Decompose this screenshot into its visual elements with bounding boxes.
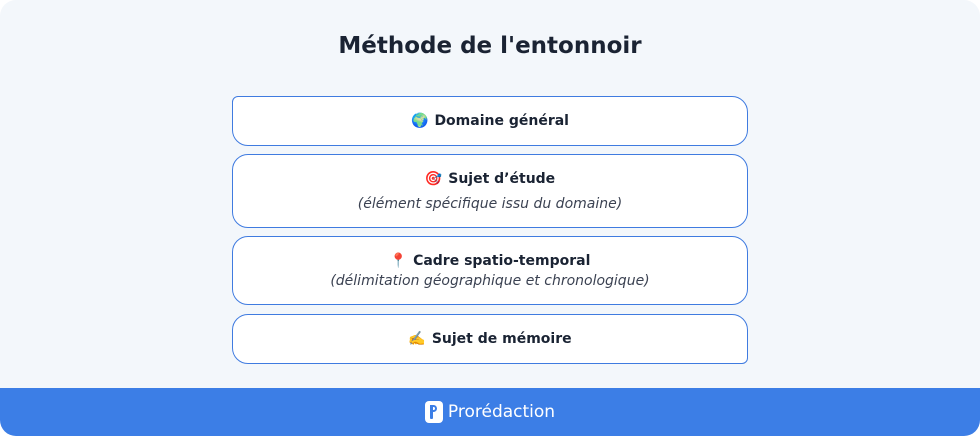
step-note: (élément spécifique issu du domaine): [357, 195, 623, 212]
target-icon: 🎯: [424, 170, 443, 187]
step-note: (délimitation géographique et chronologi…: [330, 272, 650, 289]
globe-icon: 🌍: [411, 113, 429, 129]
funnel-step-general-domain: 🌍 Domaine général: [232, 96, 748, 146]
step-heading: 📍 Cadre spatio-temporal: [390, 253, 591, 269]
pin-icon: 📍: [389, 252, 408, 269]
brand-name: Prorédaction: [447, 402, 556, 422]
step-heading: ✍️ Sujet de mémoire: [408, 331, 571, 347]
funnel-step-spatio-temporal-frame: 📍 Cadre spatio-temporal (délimitation gé…: [232, 236, 748, 305]
funnel-step-thesis-subject: ✍️ Sujet de mémoire: [232, 314, 748, 364]
funnel-step-study-subject: 🎯 Sujet d’étude (élément spécifique issu…: [232, 154, 748, 228]
step-label: Domaine général: [434, 113, 569, 129]
writing-hand-icon: ✍️: [408, 331, 426, 347]
step-label: Sujet de mémoire: [431, 331, 572, 347]
step-label: Sujet d’étude: [448, 170, 556, 187]
page-title: Méthode de l'entonnoir: [338, 33, 642, 59]
footer-bar: Prorédaction: [0, 388, 980, 436]
step-heading: 🎯 Sujet d’étude: [425, 171, 555, 187]
logo-icon: [424, 401, 443, 423]
step-heading: 🌍 Domaine général: [411, 113, 569, 129]
step-label: Cadre spatio-temporal: [413, 252, 591, 269]
